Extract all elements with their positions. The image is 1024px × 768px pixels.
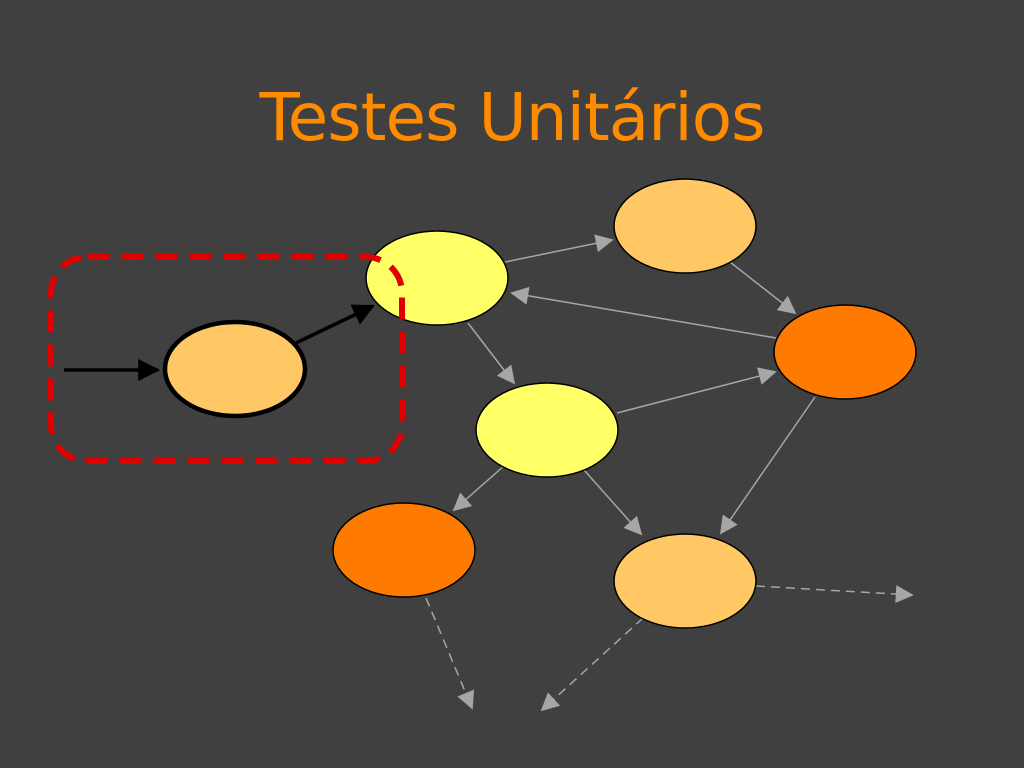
edge-lo2-outside-left [540, 617, 644, 712]
edge-lo2-outside-right [755, 585, 914, 604]
node-yellow-middle [475, 382, 619, 478]
node-dark-orange-left [332, 502, 476, 598]
focus-box [48, 254, 405, 464]
edge-do1-y1 [510, 286, 777, 339]
edge-lo1-do1 [729, 261, 797, 315]
node-light-orange-bottom [613, 533, 757, 629]
node-light-orange-top [613, 178, 757, 274]
node-dark-orange-right [773, 304, 917, 400]
edge-y2-lo2 [583, 469, 643, 536]
edge-do1-lo2 [719, 396, 816, 535]
edge-y1-lo1 [504, 234, 614, 263]
edge-unit-y1 [295, 304, 375, 345]
node-unit-under-test [162, 319, 308, 419]
edge-y1-y2 [467, 322, 516, 385]
slide-title: Testes Unitários [259, 79, 766, 156]
node-yellow-top [365, 230, 509, 326]
edge-do2-outside [425, 597, 475, 710]
edge-y2-do2 [452, 464, 506, 512]
edge-y2-do1 [616, 367, 777, 414]
